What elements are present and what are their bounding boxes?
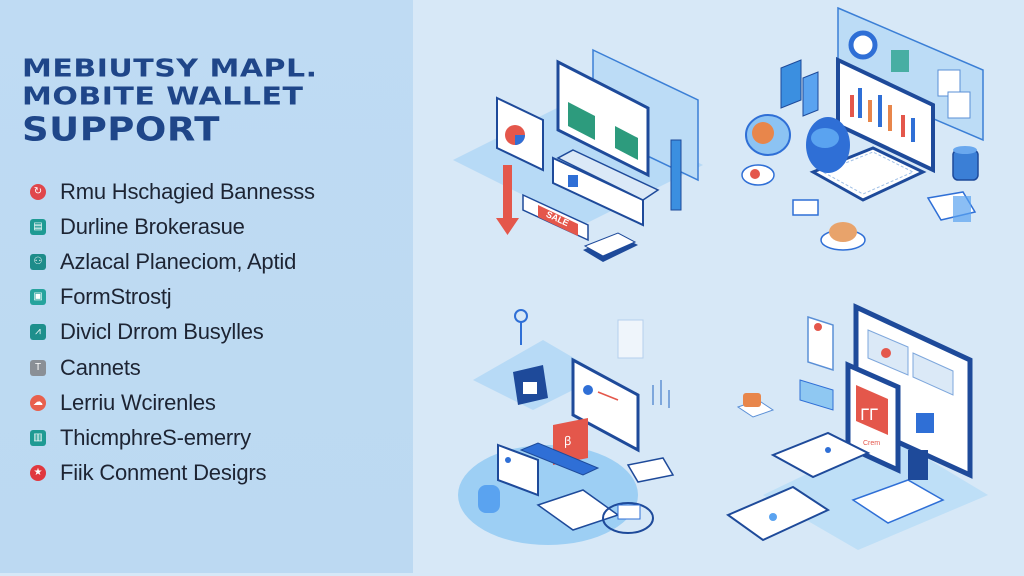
feature-label: Divicl Drrom Busylles xyxy=(60,319,264,345)
feature-list: ↻ Rmu Hschagied Bannesss ▤ Durline Broke… xyxy=(30,174,315,491)
tablet-caption: Crem xyxy=(863,440,880,447)
feature-label: Lerriu Wcirenles xyxy=(60,389,216,415)
feature-label: Durline Brokerasue xyxy=(60,213,245,239)
people-card-icon: ⚇ xyxy=(30,253,46,270)
features-panel: MEBIUTSY MAPL. MOBITE WALLET SUPPORT ↻ R… xyxy=(0,0,413,573)
feature-item: ▥ ThicmphreS-emerry xyxy=(30,420,315,455)
illustration-area: SALE xyxy=(413,0,1024,576)
desktop-sale-illustration: SALE xyxy=(433,40,723,285)
bar-chart-card-icon: ▥ xyxy=(30,429,46,446)
feature-label: Rmu Hschagied Bannesss xyxy=(60,178,315,204)
svg-text:ᒥᒥ: ᒥᒥ xyxy=(860,407,878,424)
analytics-monitor-illustration xyxy=(713,0,1024,275)
workspace-illustration: ꞵ xyxy=(443,300,703,560)
feature-item: ↻ Rmu Hschagied Bannesss xyxy=(30,174,315,209)
title-line-1: MEBIUTSY MAPL. xyxy=(22,54,318,84)
tablet-monitor-illustration: ᒥᒥ Crem xyxy=(708,295,1024,570)
title-line-2: MOBITE WALLET xyxy=(22,82,304,112)
title-line-3: SUPPORT xyxy=(22,110,220,149)
image-card-icon: ▣ xyxy=(30,289,46,306)
feature-item: ⚇ Azlacal Planeciom, Aptid xyxy=(30,244,315,279)
feature-label: ThicmphreS-emerry xyxy=(60,424,251,450)
star-circle-icon: ★ xyxy=(30,465,46,482)
analytics-card-icon: ⩘ xyxy=(30,324,46,341)
chart-card-icon: ▤ xyxy=(30,218,46,235)
feature-item: ▤ Durline Brokerasue xyxy=(30,209,315,244)
feature-item: ⩘ Divicl Drrom Busylles xyxy=(30,315,315,350)
feature-item: ★ Fiik Conment Desigrs xyxy=(30,456,315,491)
feature-item: ▣ FormStrostj xyxy=(30,280,315,315)
feature-label: Azlacal Planeciom, Aptid xyxy=(60,248,297,274)
feature-label: Fiik Conment Desigrs xyxy=(60,460,267,486)
feature-label: Cannets xyxy=(60,354,141,380)
page-title: MEBIUTSY MAPL. MOBITE WALLET SUPPORT xyxy=(22,57,318,149)
svg-text:ꞵ: ꞵ xyxy=(564,434,572,448)
refresh-circle-icon: ↻ xyxy=(30,183,46,200)
tools-card-icon: T xyxy=(30,359,46,376)
feature-item: ☁ Lerriu Wcirenles xyxy=(30,385,315,420)
cloud-circle-icon: ☁ xyxy=(30,394,46,411)
feature-item: T Cannets xyxy=(30,350,315,385)
feature-label: FormStrostj xyxy=(60,284,172,310)
